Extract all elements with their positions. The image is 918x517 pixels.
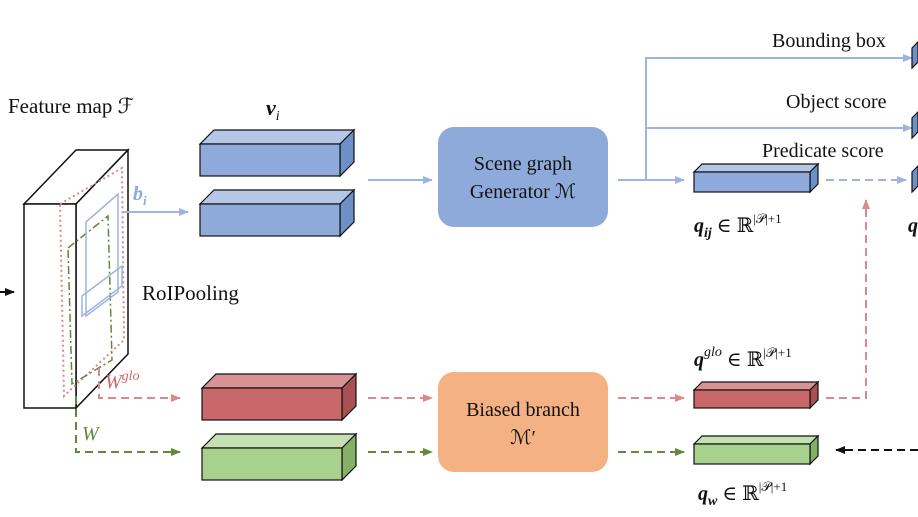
object-score-label: Object score: [786, 91, 887, 113]
q-w-bar: [692, 434, 820, 466]
q-ij-label: qij ∈ ℝ|𝒫|+1: [694, 211, 782, 241]
w-label: W: [82, 423, 101, 445]
objscore-output-bar: [911, 111, 918, 140]
feature-map-slab: [22, 148, 130, 410]
bounding-box-label: Bounding box: [772, 30, 886, 52]
q-w-label: qw ∈ ℝ|𝒫|+1: [698, 479, 787, 509]
roipooling-label: RoIPooling: [142, 281, 239, 305]
q-w-glo-label: qglo ∈ ℝ|𝒫|+1: [694, 345, 792, 371]
q-ij-bar: [692, 162, 820, 194]
q-edge-label: q: [908, 215, 918, 237]
biased-branch-box: [438, 372, 608, 472]
v-i-bar-bottom: [198, 188, 356, 238]
scene-graph-line2: Generator ℳ: [470, 181, 576, 203]
q-w-glo-bar: [692, 380, 820, 410]
w-glo-bar: [200, 372, 358, 422]
scene-graph-generator-box: [438, 127, 608, 227]
scene-graph-line1: Scene graph: [474, 153, 572, 175]
predicate-score-label: Predicate score: [762, 140, 884, 162]
predscore-output-bar: [911, 165, 918, 194]
w-bar: [200, 432, 358, 482]
v-i-label: vi: [266, 95, 280, 124]
biased-branch-line1: Biased branch: [466, 399, 580, 421]
biased-branch-line2: ℳ′: [510, 427, 536, 449]
w-glo-label: Wglo: [105, 369, 140, 393]
feature-map-label: Feature map ℱ: [8, 94, 134, 118]
bbox-output-bar: [911, 41, 918, 70]
b-i-label: bi: [133, 183, 147, 208]
w-arrow: [75, 396, 181, 456]
w-glo-arrow: [98, 368, 181, 402]
qwglo-to-qij-arrow: [826, 199, 870, 399]
v-i-bar-top: [198, 128, 356, 178]
